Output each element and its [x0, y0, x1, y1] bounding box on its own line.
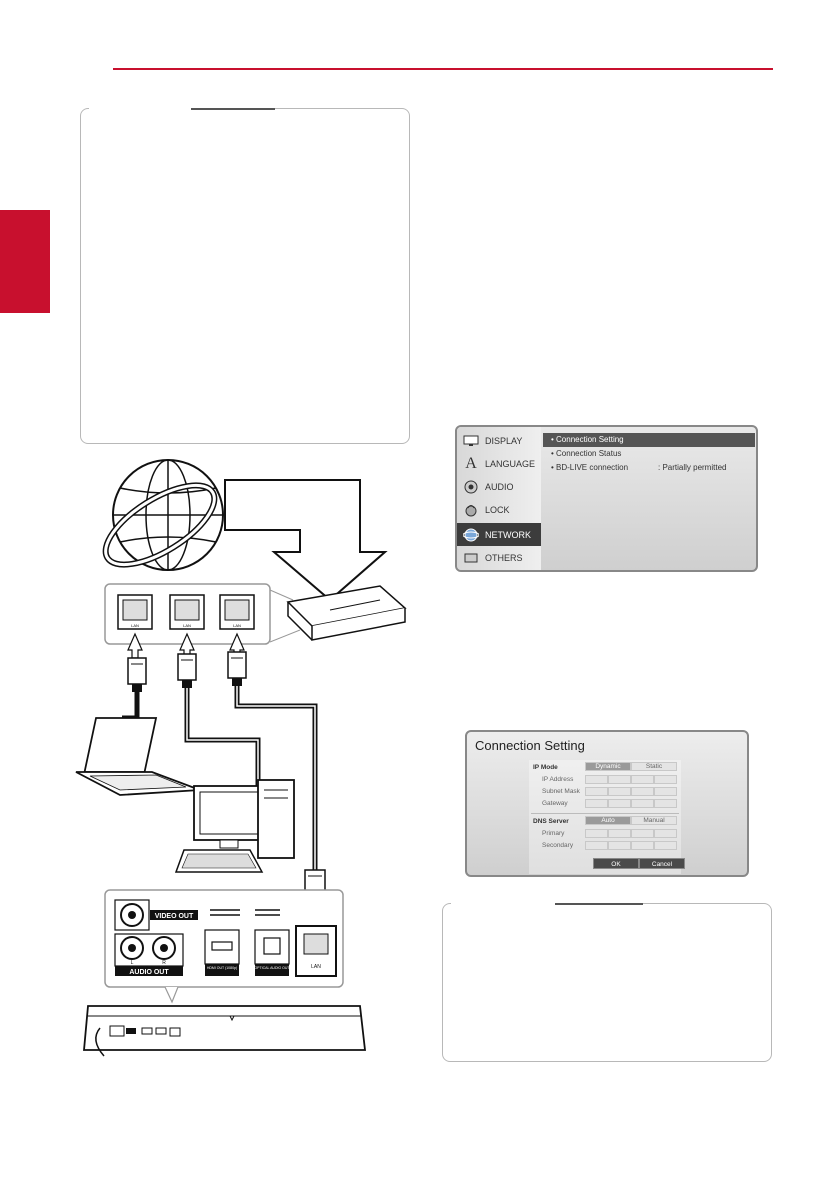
- lan-plug-3: [227, 651, 247, 686]
- dns-server-label: DNS Server: [533, 818, 569, 825]
- dns-manual-option[interactable]: Manual: [631, 816, 677, 825]
- ok-button[interactable]: OK: [593, 858, 639, 869]
- subnet-octet-field[interactable]: [631, 787, 654, 796]
- lan-port-3-label: LAN: [233, 623, 241, 628]
- gateway-octet-field[interactable]: [585, 799, 608, 808]
- network-icon: [462, 528, 480, 542]
- menu-item-audio[interactable]: AUDIO: [457, 475, 541, 498]
- lan-port-1-label: LAN: [131, 623, 139, 628]
- hdmi-port: HDMI OUT (1080p): [204, 929, 240, 976]
- menu-item-label: LOCK: [485, 504, 510, 515]
- option-connection-setting[interactable]: • Connection Setting: [543, 433, 755, 447]
- others-icon: [462, 551, 480, 565]
- player-lan-label: LAN: [311, 964, 321, 970]
- secondary-dns-octet-field[interactable]: [631, 841, 654, 850]
- cancel-button[interactable]: Cancel: [639, 858, 685, 869]
- laptop-icon: [75, 717, 201, 796]
- bluray-player-icon: [83, 1005, 367, 1057]
- ip-octet-field[interactable]: [631, 775, 654, 784]
- primary-dns-octet-field[interactable]: [585, 829, 608, 838]
- secondary-dns-octet-field[interactable]: [608, 841, 631, 850]
- audio-out-jacks: L R AUDIO OUT: [114, 933, 184, 976]
- secondary-dns-octet-field[interactable]: [585, 841, 608, 850]
- lan-plug-2: [177, 653, 197, 688]
- ip-octet-field[interactable]: [608, 775, 631, 784]
- video-out-jack: VIDEO OUT: [114, 899, 198, 931]
- subnet-mask-label: Subnet Mask: [542, 788, 580, 795]
- subnet-octet-field[interactable]: [608, 787, 631, 796]
- menu-item-label: DISPLAY: [485, 435, 523, 446]
- primary-dns-octet-field[interactable]: [654, 829, 677, 838]
- menu-item-network[interactable]: NETWORK: [457, 523, 541, 546]
- menu-item-label: NETWORK: [485, 529, 531, 540]
- optical-port: OPTICAL AUDIO OUT: [254, 929, 290, 976]
- audio-right-label: R: [162, 960, 166, 966]
- menu-item-language[interactable]: A LANGUAGE: [457, 452, 541, 475]
- option-label: • Connection Status: [551, 449, 622, 458]
- option-connection-status[interactable]: • Connection Status: [543, 447, 755, 461]
- gateway-octet-field[interactable]: [654, 799, 677, 808]
- gateway-octet-field[interactable]: [631, 799, 654, 808]
- lock-icon: [462, 503, 480, 517]
- audio-left-label: L: [131, 960, 134, 966]
- cable-pc: [184, 688, 261, 788]
- note-box-top: [80, 106, 410, 444]
- audio-out-label: AUDIO OUT: [129, 969, 169, 976]
- ip-address-label: IP Address: [542, 776, 574, 783]
- display-icon: [462, 434, 480, 448]
- lan-port-2: LAN: [169, 594, 205, 630]
- option-bd-live-connection[interactable]: • BD-LIVE connection : Partially permitt…: [543, 461, 755, 475]
- connection-setting-screen: Connection Setting IP Mode Dynamic Stati…: [465, 730, 749, 877]
- lan-port-1: LAN: [117, 594, 153, 630]
- ip-mode-dynamic[interactable]: Dynamic: [585, 762, 631, 771]
- menu-item-display[interactable]: DISPLAY: [457, 429, 541, 452]
- desktop-pc-icon: [174, 779, 295, 873]
- screen-title: Connection Setting: [475, 738, 585, 753]
- router-icon: [286, 585, 407, 641]
- setup-menu-categories: [457, 427, 541, 570]
- player-lan-port: LAN: [295, 925, 337, 977]
- chapter-tab: [0, 210, 50, 313]
- option-value: : Partially permitted: [658, 463, 727, 472]
- setup-menu-screen: DISPLAY A LANGUAGE AUDIO LOCK NETWORK OT…: [455, 425, 758, 572]
- primary-dns-label: Primary: [542, 830, 565, 837]
- menu-item-label: LANGUAGE: [485, 458, 536, 469]
- gateway-octet-field[interactable]: [608, 799, 631, 808]
- optical-label: OPTICAL AUDIO OUT: [254, 966, 290, 970]
- ip-mode-static[interactable]: Static: [631, 762, 677, 771]
- dns-auto-option[interactable]: Auto: [585, 816, 631, 825]
- hdmi-label: HDMI OUT (1080p): [207, 966, 237, 970]
- secondary-dns-label: Secondary: [542, 842, 574, 849]
- cable-laptop: [122, 692, 140, 721]
- menu-item-others[interactable]: OTHERS: [457, 546, 541, 569]
- lan-plug-1: [127, 657, 147, 692]
- note-box-bottom: [442, 901, 772, 1062]
- menu-item-label: OTHERS: [485, 552, 523, 563]
- ip-mode-label: IP Mode: [533, 764, 558, 771]
- lan-port-3: LAN: [219, 594, 255, 630]
- ip-octet-field[interactable]: [654, 775, 677, 784]
- header-rule: [113, 68, 773, 70]
- subnet-octet-field[interactable]: [585, 787, 608, 796]
- internet-globe-icon: [102, 459, 224, 571]
- primary-dns-octet-field[interactable]: [608, 829, 631, 838]
- video-out-label: VIDEO OUT: [155, 913, 194, 920]
- option-label: • BD-LIVE connection: [551, 463, 629, 472]
- gateway-label: Gateway: [542, 800, 568, 807]
- primary-dns-octet-field[interactable]: [631, 829, 654, 838]
- secondary-dns-octet-field[interactable]: [654, 841, 677, 850]
- ip-octet-field[interactable]: [585, 775, 608, 784]
- lan-port-2-label: LAN: [183, 623, 191, 628]
- subnet-octet-field[interactable]: [654, 787, 677, 796]
- option-label: • Connection Setting: [551, 435, 624, 444]
- menu-item-label: AUDIO: [485, 481, 514, 492]
- network-diagram: LAN LAN LAN: [75, 459, 407, 1057]
- divider: [531, 813, 679, 814]
- menu-item-lock[interactable]: LOCK: [457, 498, 541, 521]
- audio-icon: [462, 480, 480, 494]
- internet-arrow: [224, 479, 388, 602]
- language-icon: A: [465, 454, 477, 472]
